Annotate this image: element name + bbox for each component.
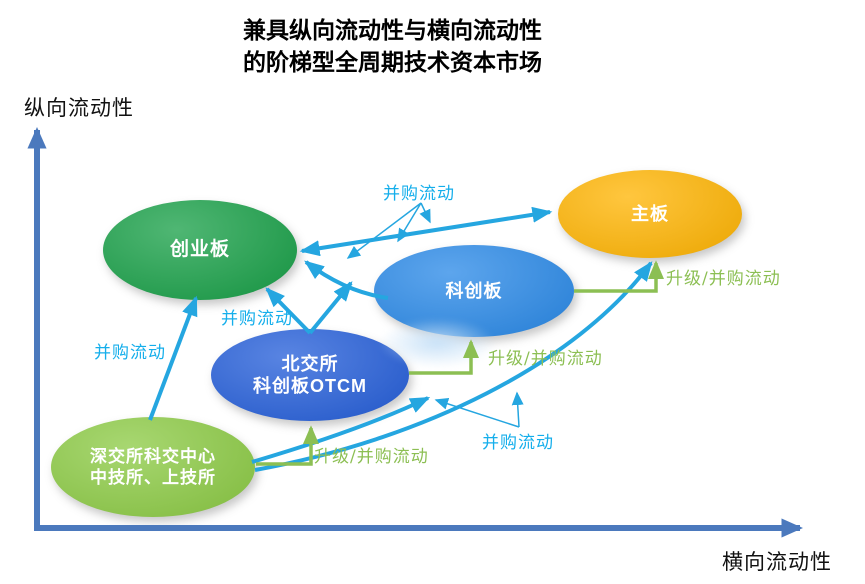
- callout-bottom-1: [511, 391, 524, 428]
- callout-top-1: [397, 202, 422, 243]
- node-shenjiaosuo-line1: 深交所科交中心: [90, 446, 216, 466]
- callout-top-3: [419, 202, 431, 224]
- node-shenjiaosuo-line2: 中技所、上技所: [90, 468, 216, 487]
- arrow-upgrade-shenjiaosuo-beijiaosuo: [256, 425, 320, 466]
- node-kechuangban-label: 科创板: [445, 280, 503, 301]
- merge-bottom-callouts: [434, 391, 524, 428]
- arrow-chuangyeban-zhuban: [299, 206, 553, 257]
- node-beijiaosuo-line1: 北交所: [281, 353, 339, 374]
- flow-label-merge-bottom: 并购流动: [482, 433, 554, 453]
- y-axis-label: 纵向流动性: [24, 96, 134, 120]
- title-line-2: 的阶梯型全周期技术资本市场: [243, 49, 542, 75]
- flow-label-upgrade-right: 升级/并购流动: [666, 269, 781, 289]
- merge-top-callouts: [346, 202, 431, 259]
- title-line-1: 兼具纵向流动性与横向流动性: [243, 17, 542, 43]
- callout-bottom-2: [434, 398, 520, 428]
- flow-label-merge-left: 并购流动: [94, 343, 166, 363]
- cloud-accent: [378, 318, 496, 368]
- flow-label-upgrade-bottom: 升级/并购流动: [314, 447, 429, 467]
- node-shenjiaosuo: 深交所科交中心 中技所、上技所: [51, 417, 255, 517]
- node-beijiaosuo-line2: 科创板OTCM: [253, 376, 367, 396]
- diagram-title: 兼具纵向流动性与横向流动性 的阶梯型全周期技术资本市场: [0, 14, 785, 78]
- node-zhuban-label: 主板: [631, 203, 669, 224]
- arrow-upgrade-kechuangban-zhuban: [574, 260, 665, 293]
- x-axis-label: 横向流动性: [722, 550, 832, 574]
- arrow-beijiaosuo-kechuangban: [308, 281, 353, 335]
- flow-label-upgrade-mid: 升级/并购流动: [488, 349, 603, 369]
- callout-top-2: [346, 202, 422, 259]
- node-zhuban: 主板: [558, 170, 742, 258]
- node-chuangyeban: 创业板: [103, 200, 297, 300]
- flow-label-merge-top: 并购流动: [383, 184, 455, 204]
- flow-label-merge-mid: 并购流动: [221, 309, 293, 329]
- node-chuangyeban-label: 创业板: [169, 239, 230, 261]
